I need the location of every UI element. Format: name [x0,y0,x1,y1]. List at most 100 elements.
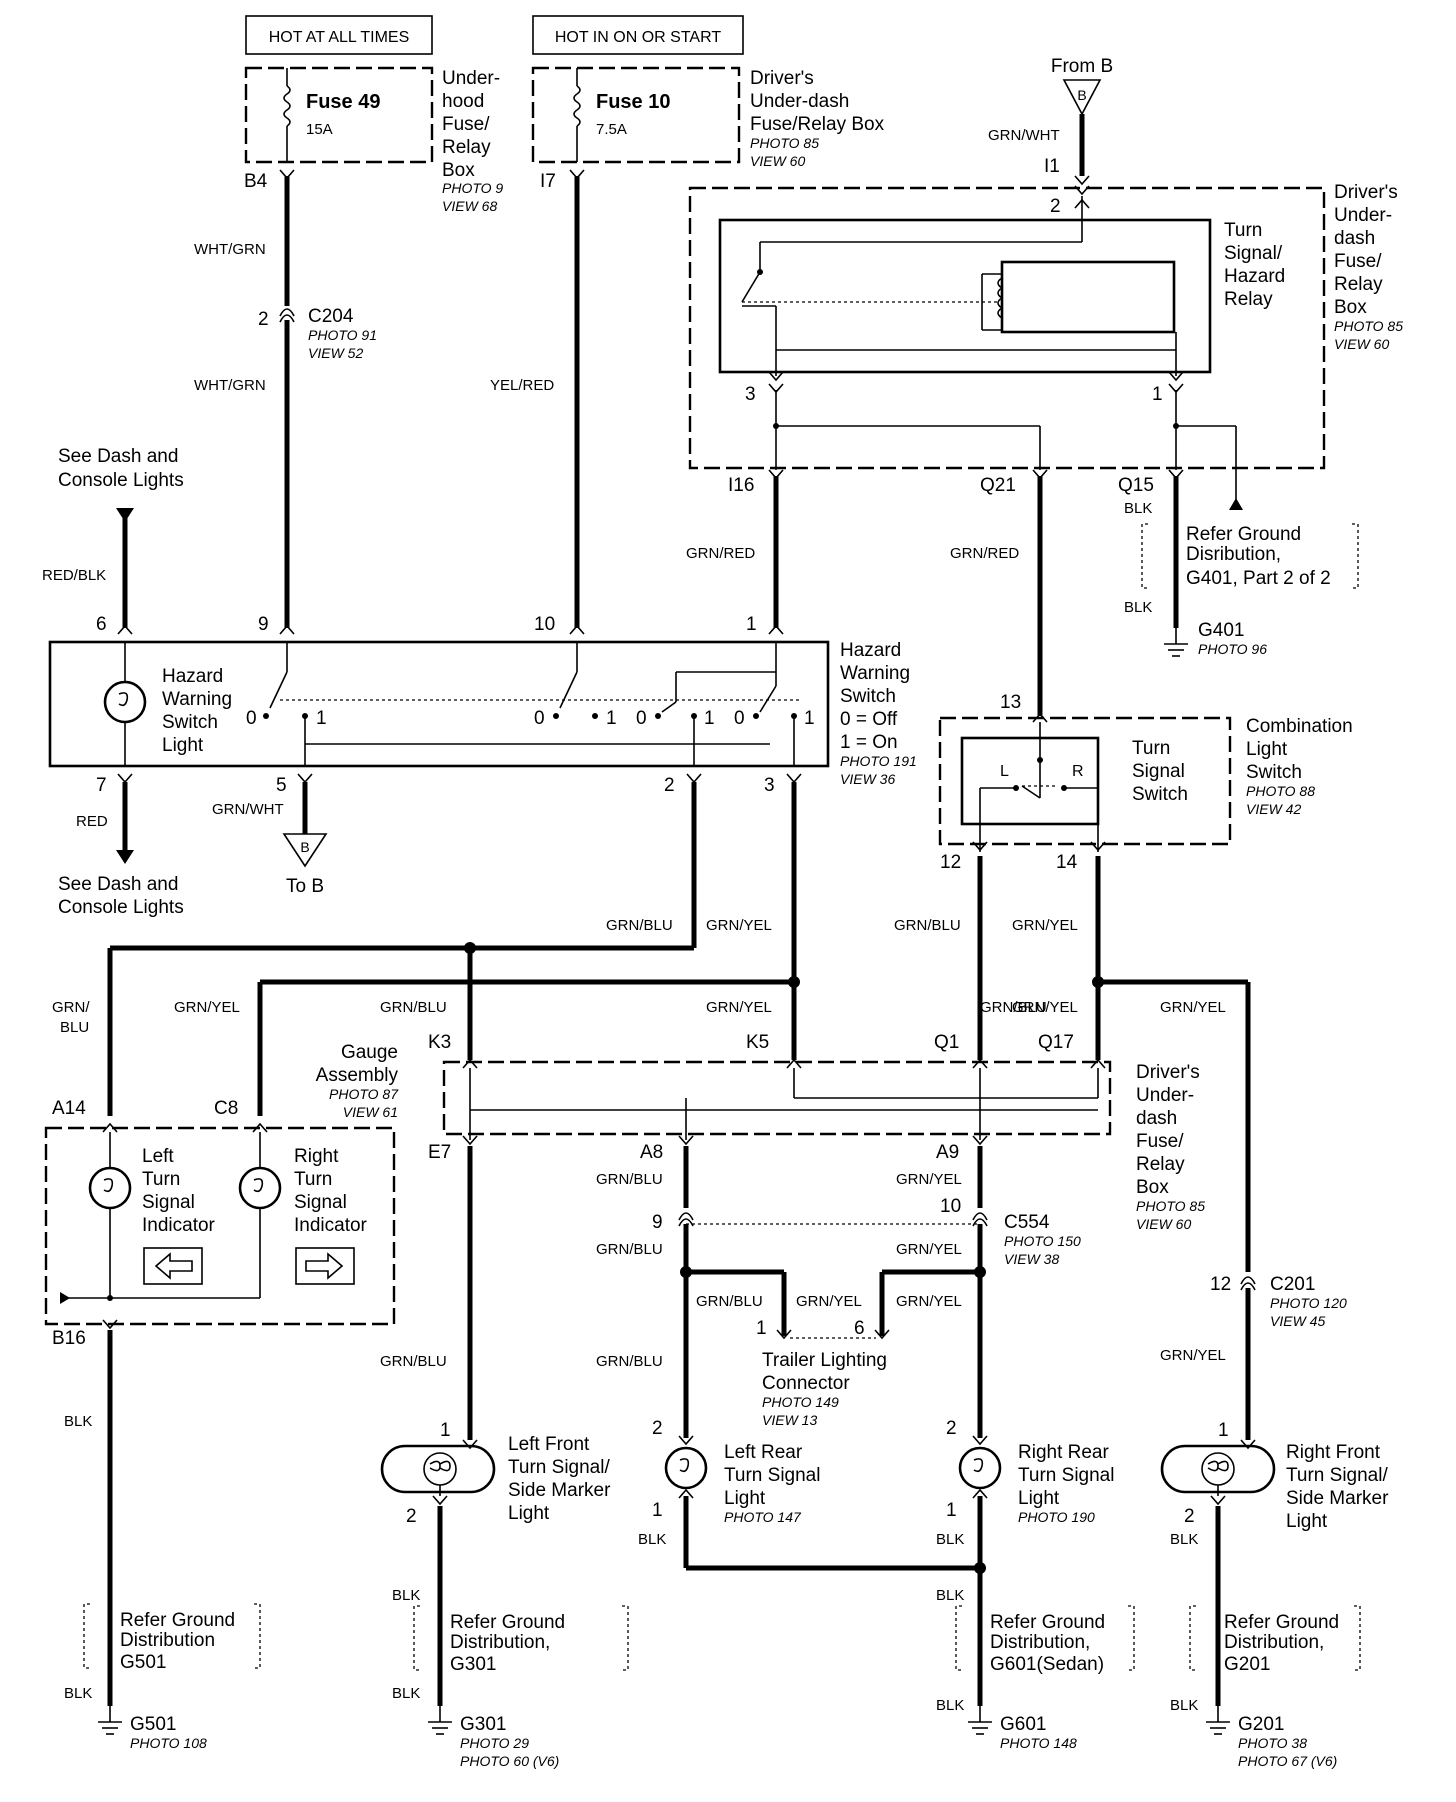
svg-text:Refer Ground: Refer Ground [1224,1612,1339,1633]
svg-text:0 = Off: 0 = Off [840,709,898,730]
svg-text:Turn Signal: Turn Signal [1018,1465,1114,1486]
wire-blk-g301 [428,1506,452,1735]
svg-text:Fuse/: Fuse/ [1334,251,1382,272]
right-front-light-label: Right Front Turn Signal/ Side Marker Lig… [1286,1442,1389,1532]
svg-text:VIEW 68: VIEW 68 [442,198,497,214]
svg-text:Side Marker: Side Marker [1286,1488,1389,1509]
svg-text:Warning: Warning [840,663,910,684]
svg-text:Signal: Signal [1132,761,1185,782]
svg-text:C554: C554 [1004,1212,1050,1233]
svg-text:PHOTO 85: PHOTO 85 [1334,318,1403,334]
wire-grn-red-i16 [768,469,784,628]
ground-g301: G301 PHOTO 29 PHOTO 60 (V6) [460,1714,559,1769]
turn-signal-hazard-relay-label: Turn Signal/ Hazard Relay [1224,220,1285,310]
wire-red [116,782,134,864]
svg-text:Q1: Q1 [934,1032,959,1053]
right-front-turn-signal-light: 1 2 [1160,1420,1276,1527]
hazard-switch-top-pins: 6 9 10 1 [96,614,784,635]
wire-grn-yel-hazard-3 [257,782,800,1116]
ground-ref-g601: Refer Ground Distribution, G601(Sedan) [955,1605,1135,1675]
pin-i1: I1 [1044,156,1060,177]
label-grn-yel-a9: GRN/YEL [896,1171,962,1188]
svg-text:Relay: Relay [1136,1154,1185,1175]
svg-text:dash: dash [1334,228,1375,249]
dash-lights-top-label: See Dash and Console Lights [58,446,184,491]
svg-text:Right Rear: Right Rear [1018,1442,1109,1463]
svg-text:Disribution,: Disribution, [1186,544,1281,565]
svg-text:0: 0 [734,708,745,729]
pin-q21: Q21 [980,475,1016,496]
svg-text:2: 2 [946,1418,957,1439]
hazard-warning-switch: 0 1 0 1 0 1 0 1 [48,640,830,768]
svg-text:G401: G401 [1198,620,1244,641]
label-grn-yel-1: GRN/YEL [706,917,772,934]
svg-text:1: 1 [756,1318,767,1339]
label-grn-blu-c554: GRN/BLU [596,1241,663,1258]
svg-text:PHOTO 108: PHOTO 108 [130,1735,207,1751]
svg-text:Hazard: Hazard [1224,266,1285,287]
wire-grn-yel-a9 [879,1146,988,1438]
svg-text:1: 1 [440,1420,451,1441]
turn-signal-switch-label: Turn Signal Switch [1132,738,1188,805]
svg-text:Left Rear: Left Rear [724,1442,803,1463]
svg-text:See Dash and: See Dash and [58,446,178,467]
svg-text:Switch: Switch [1246,762,1302,783]
svg-text:0: 0 [534,708,545,729]
svg-text:Turn: Turn [1132,738,1170,759]
ground-ref-g501: Refer Ground Distribution G501 [83,1603,261,1673]
pin-b4: B4 [244,171,268,192]
svg-text:PHOTO 9: PHOTO 9 [442,180,503,196]
svg-text:Side Marker: Side Marker [508,1480,611,1501]
svg-text:1: 1 [652,1500,663,1521]
svg-text:7: 7 [96,775,107,796]
label-grn-yel-2: GRN/YEL [706,999,772,1016]
label-grn-yel-trailer: GRN/YEL [796,1293,862,1310]
svg-text:Light: Light [1018,1488,1060,1509]
svg-text:Hazard: Hazard [162,666,223,687]
ground-g601: G601 PHOTO 148 [1000,1714,1077,1751]
svg-text:B16: B16 [52,1328,86,1349]
svg-text:VIEW 60: VIEW 60 [1334,336,1389,352]
svg-text:Relay: Relay [1224,289,1273,310]
svg-text:1 = On: 1 = On [840,732,898,753]
label-grn-yel-5: GRN/YEL [1012,999,1078,1016]
label-grn-blu-a8: GRN/BLU [596,1171,663,1188]
svg-text:Distribution,: Distribution, [450,1632,550,1653]
right-rear-light-label: Right Rear Turn Signal Light PHOTO 190 [1018,1442,1114,1525]
svg-text:Refer Ground: Refer Ground [990,1612,1105,1633]
svg-text:Turn Signal/: Turn Signal/ [1286,1465,1388,1486]
label-blk-g301-2: BLK [392,1685,420,1702]
svg-text:Distribution,: Distribution, [1224,1632,1324,1653]
svg-text:dash: dash [1136,1108,1177,1129]
svg-text:PHOTO 148: PHOTO 148 [1000,1735,1077,1751]
svg-text:0: 0 [246,708,257,729]
svg-text:1: 1 [804,708,815,729]
wire-blk-b16 [98,1330,122,1735]
pin-i7: I7 [540,171,556,192]
svg-text:Box: Box [1334,297,1367,318]
svg-text:G401, Part 2 of 2: G401, Part 2 of 2 [1186,568,1331,589]
svg-text:Combination: Combination [1246,716,1353,737]
svg-text:Light: Light [508,1503,550,1524]
left-turn-signal-indicator-label: Left Turn Signal Indicator [142,1146,216,1236]
svg-text:1: 1 [606,708,617,729]
svg-text:Signal: Signal [142,1192,195,1213]
gauge-assembly-label: Gauge Assembly PHOTO 87 VIEW 61 [316,1042,400,1120]
svg-text:VIEW 36: VIEW 36 [840,771,895,787]
svg-text:PHOTO 190: PHOTO 190 [1018,1509,1095,1525]
svg-text:Relay: Relay [442,137,491,158]
svg-text:Distribution: Distribution [120,1630,215,1651]
wire-blk-q15 [1164,469,1188,657]
svg-text:1: 1 [1152,384,1163,405]
svg-text:13: 13 [1000,692,1021,713]
label-grn-yel-3: GRN/YEL [174,999,240,1016]
left-rear-light-label: Left Rear Turn Signal Light PHOTO 147 [724,1442,820,1525]
left-front-light-label: Left Front Turn Signal/ Side Marker Ligh… [508,1434,611,1524]
svg-text:Under-: Under- [1334,205,1392,226]
svg-text:C8: C8 [214,1098,238,1119]
label-grn-wht-top: GRN/WHT [988,127,1060,144]
svg-text:A14: A14 [52,1098,86,1119]
svg-text:VIEW 60: VIEW 60 [750,153,805,169]
svg-text:PHOTO 60 (V6): PHOTO 60 (V6) [460,1753,559,1769]
